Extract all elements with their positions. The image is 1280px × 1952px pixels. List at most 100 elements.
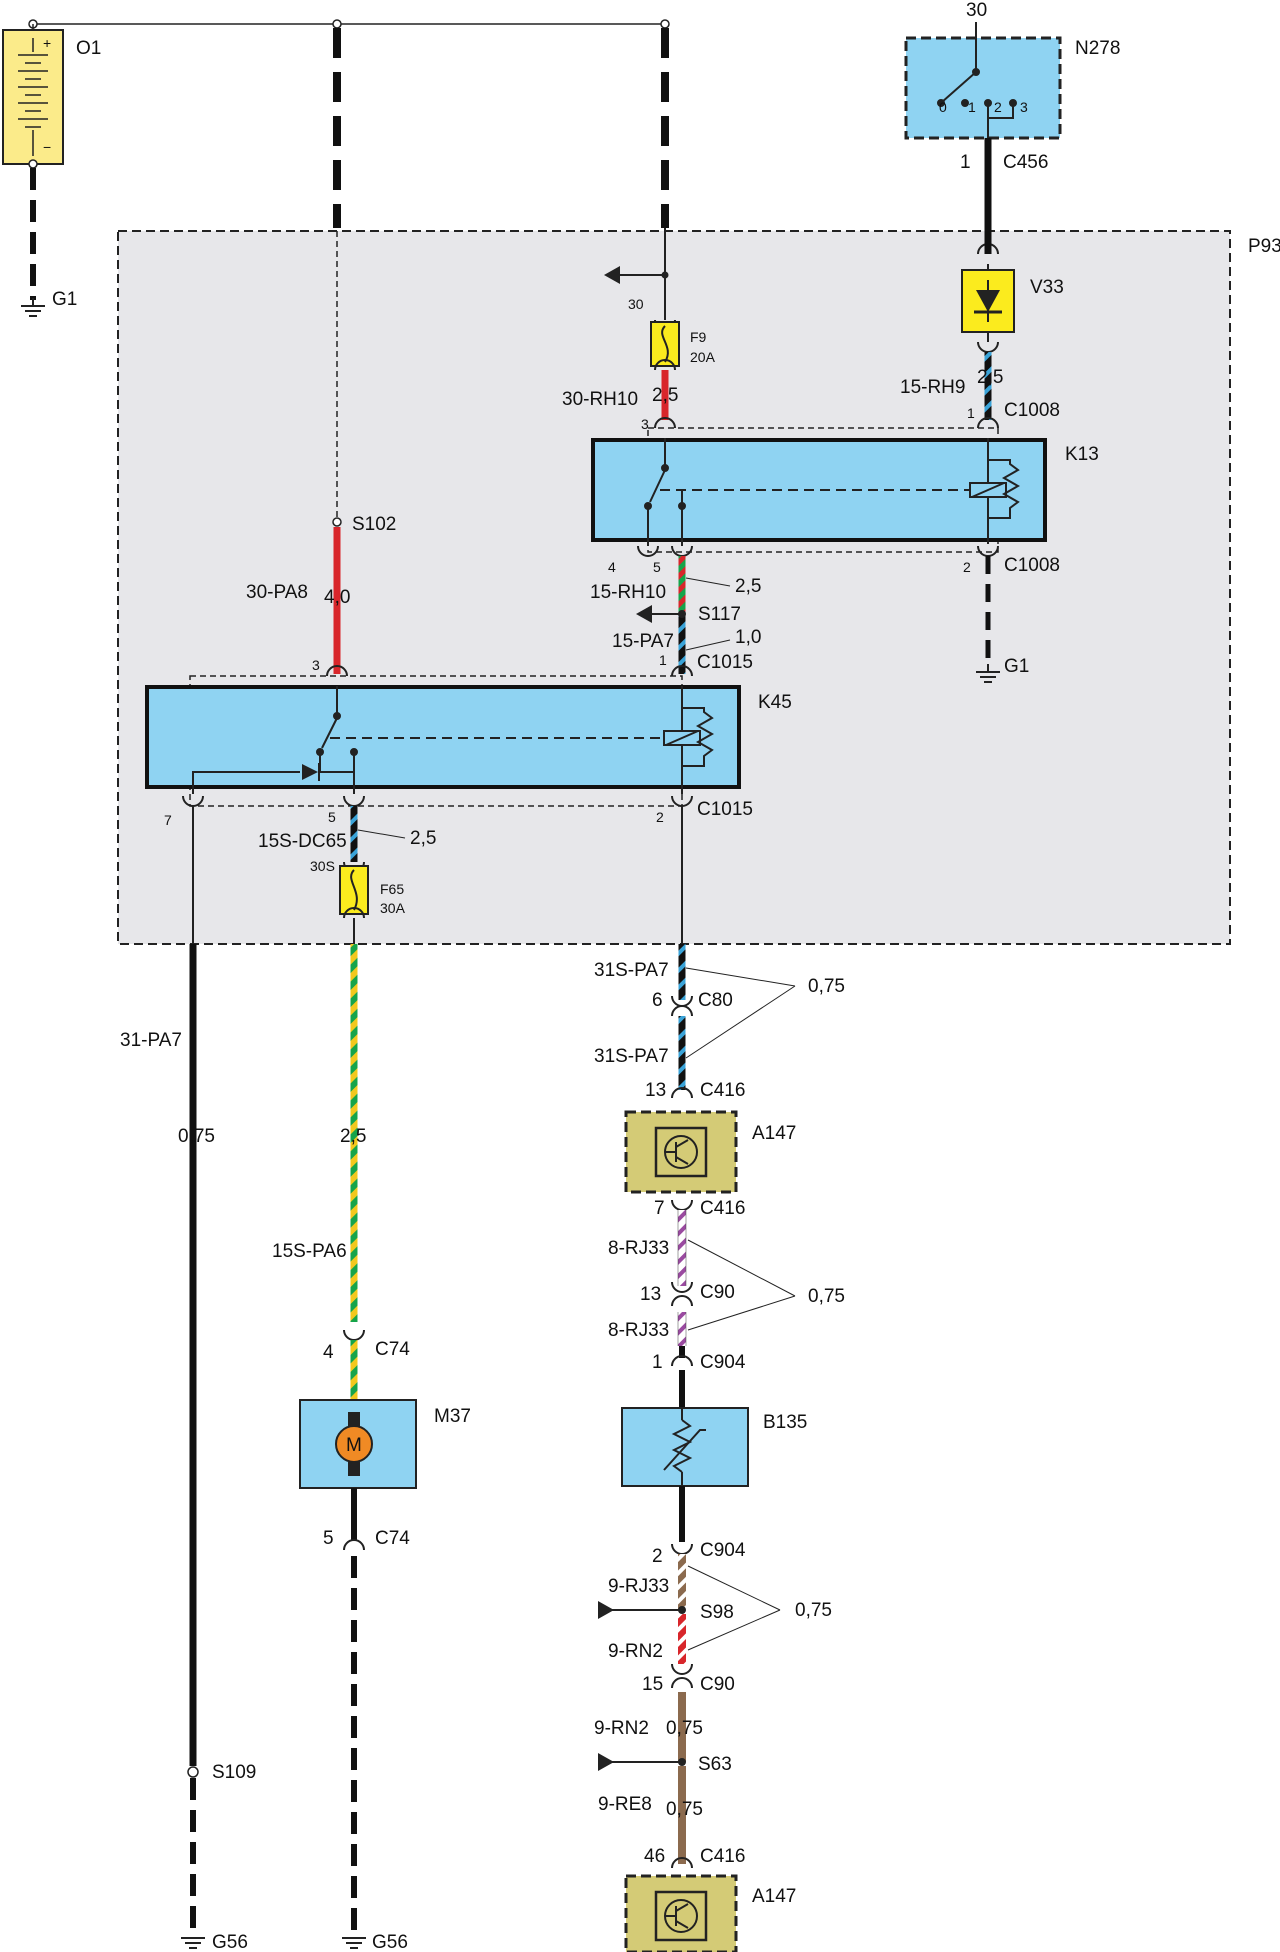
ground-g56-middle-label: G56 [372, 1932, 408, 1952]
connector-c456-label: C456 [1003, 152, 1048, 173]
ground-g1-right-label: G1 [1004, 656, 1029, 677]
wire-30-pa8-label: 30-PA8 [246, 582, 308, 603]
fuse-f65-label: F65 [380, 881, 404, 897]
splice-s117-node [678, 610, 686, 618]
pin-c904-2: 2 [652, 1546, 663, 1567]
size-rn2: 0,75 [666, 1718, 703, 1739]
arrow-30-head [604, 266, 620, 284]
wire-31s-pa7-b-label: 31S-PA7 [594, 1046, 669, 1067]
pin-c1015-2: 2 [656, 809, 664, 825]
relay-k45-diode [302, 764, 318, 780]
connector-c416-mid-label: C416 [700, 1198, 745, 1219]
pin-c1015-1: 1 [659, 652, 667, 668]
relay-k13-coil [969, 438, 1021, 544]
connector-c416-bottom-label: C416 [700, 1846, 745, 1867]
ignition-pos-3: 3 [1020, 99, 1028, 115]
connector-c74-bottom-label: C74 [375, 1528, 410, 1549]
pin-c904-1: 1 [652, 1352, 663, 1373]
wire-30-rh10-label: 30-RH10 [562, 389, 638, 410]
fuse-f9-rating: 20A [690, 349, 716, 365]
pin-k45-7: 7 [164, 812, 172, 828]
connector-c74-top-label: C74 [375, 1339, 410, 1360]
s117-arrow [636, 605, 652, 623]
splice-s63-node [678, 1758, 686, 1766]
relay-k45-outline [189, 675, 683, 807]
size-rh10: 2,5 [735, 576, 761, 597]
wire-31s-pa7-a-label: 31S-PA7 [594, 960, 669, 981]
connector-c90-bottom-label: C90 [700, 1674, 735, 1695]
size-v33-out: 2,5 [977, 367, 1003, 388]
wire-8-rj33-a-label: 8-RJ33 [608, 1238, 669, 1259]
size-pa7-left: 0,75 [178, 1126, 215, 1147]
diode-v33-label: V33 [1030, 277, 1064, 298]
a147-top-transistor-symbol [664, 1135, 698, 1169]
fuse-f65 [339, 865, 369, 915]
ground-g1-left-label: G1 [52, 289, 77, 310]
a147-bottom-symbol-frame [654, 1890, 708, 1942]
ignition-switch-n278 [904, 36, 1062, 140]
control-module-a147-bottom-label: A147 [752, 1886, 796, 1907]
connector-c1015-top-label: C1015 [697, 652, 753, 673]
ground-symbol-g56-left [181, 1937, 205, 1949]
wire-9-rn2-a-label: 9-RN2 [608, 1641, 663, 1662]
size-pa7: 1,0 [735, 627, 761, 648]
connector-c1015-bottom-label: C1015 [697, 799, 753, 820]
relay-k45-label: K45 [758, 692, 792, 713]
pin-c416-7: 7 [654, 1198, 665, 1219]
pin-c74-4: 4 [323, 1342, 334, 1363]
connector-c904-top-label: C904 [700, 1352, 746, 1373]
wire-8-rj33-b-label: 8-RJ33 [608, 1320, 669, 1341]
fuse-f65-element [350, 869, 358, 911]
pin-f9-30: 30 [628, 296, 644, 312]
svg-text:−: − [43, 139, 51, 155]
pin-k45-3: 3 [312, 657, 320, 673]
connector-c1008-top-label: C1008 [1004, 400, 1060, 421]
fuse-box-p93-label: P93 [1248, 236, 1280, 257]
wire-15-pa7-label: 15-PA7 [612, 631, 674, 652]
diode-v33-symbol [974, 280, 1002, 322]
pin-n278-1: 1 [960, 152, 971, 173]
fuse-f65-rating: 30A [380, 900, 406, 916]
wire-9-re8-label: 9-RE8 [598, 1794, 652, 1815]
splice-s117-label: S117 [698, 604, 741, 625]
sensor-b135-label: B135 [763, 1412, 807, 1433]
s63-arrow [598, 1753, 614, 1771]
pin-k13-4: 4 [608, 559, 616, 575]
ignition-switch-label: N278 [1075, 38, 1120, 59]
ground-symbol-g56-middle [342, 1937, 366, 1949]
ground-g56-left-label: G56 [212, 1932, 248, 1952]
size-s102-pa8: 4,0 [324, 587, 350, 608]
ignition-pos-0: 0 [939, 99, 947, 115]
wire-15s-pa6-label: 15S-PA6 [272, 1241, 347, 1262]
pin-c1008-1: 1 [967, 405, 975, 421]
ground-symbol-g1-right [976, 664, 1000, 683]
pin-c416-46: 46 [644, 1846, 665, 1867]
pin-c74-5: 5 [323, 1528, 334, 1549]
fuse-f9-element [661, 325, 669, 363]
bus-node [332, 19, 342, 29]
motor-m37-shaft-bottom [348, 1462, 360, 1476]
connector-c904-bottom-label: C904 [700, 1540, 746, 1561]
splice-s102-label: S102 [352, 514, 396, 535]
ignition-pos-1: 1 [968, 99, 976, 115]
size-pa6: 2,5 [340, 1126, 366, 1147]
size-dc65: 2,5 [410, 828, 436, 849]
splice-s109-node [187, 1766, 199, 1778]
size-c80-group: 0,75 [808, 976, 845, 997]
splice-s98-node [678, 1606, 686, 1614]
relay-k13-label: K13 [1065, 444, 1099, 465]
sensor-b135-resistor-symbol [663, 1408, 706, 1486]
pin-c1008-2: 2 [963, 559, 971, 575]
size-s98-group: 0,75 [795, 1600, 832, 1621]
connector-c416-top-label: C416 [700, 1080, 745, 1101]
wire-15-rh9-label: 15-RH9 [900, 377, 965, 398]
fuse-f9-label: F9 [690, 329, 707, 345]
relay-k45-coil [663, 686, 715, 794]
splice-s102-node [332, 517, 342, 527]
motor-m37-label: M37 [434, 1406, 471, 1427]
a147-top-symbol-frame [654, 1126, 708, 1178]
svg-text:+: + [43, 35, 51, 51]
motor-m37-shaft-top [348, 1412, 360, 1426]
battery-o1: + − [2, 24, 64, 169]
